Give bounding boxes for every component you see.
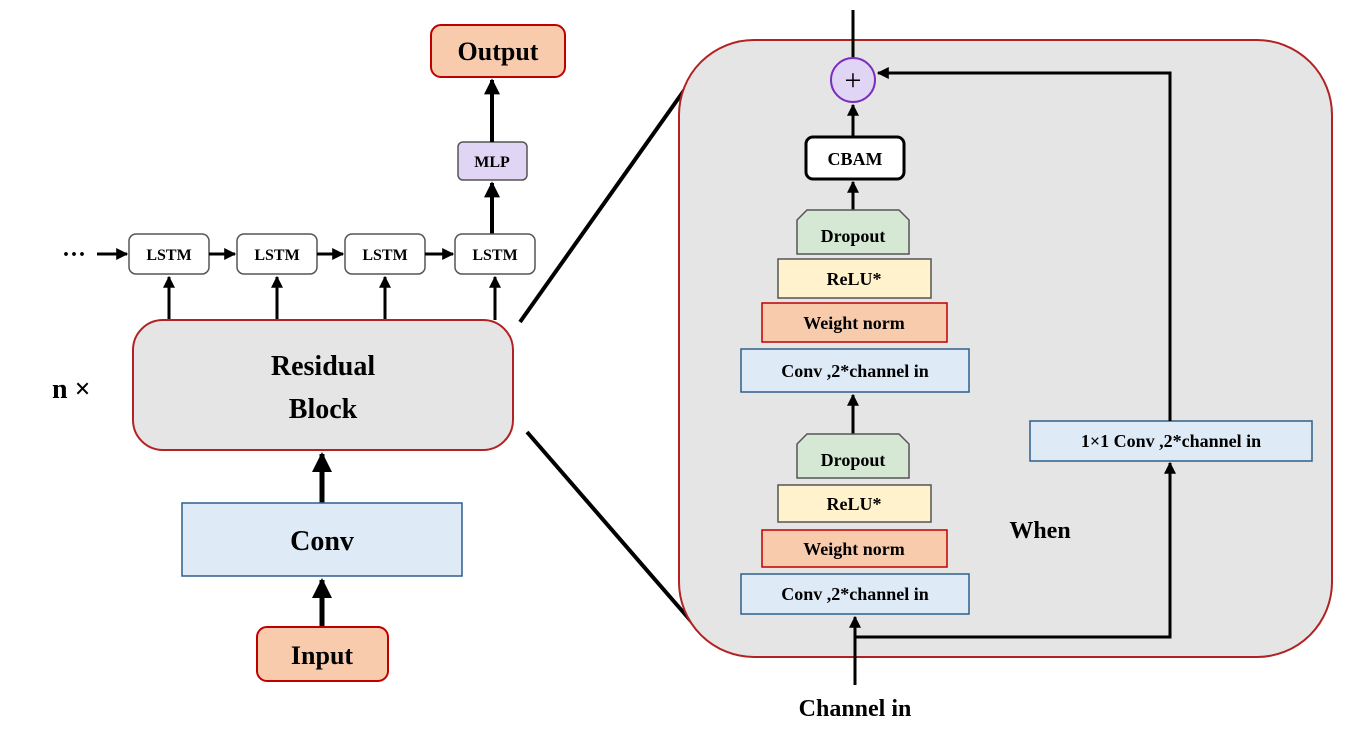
when-label: When	[1009, 518, 1070, 544]
lower-weight-norm-label: Weight norm	[803, 539, 905, 559]
lower-weight-norm-node	[761, 529, 948, 568]
channel-in-label: Channel in	[799, 696, 912, 722]
residual-block	[132, 319, 514, 451]
lower-relu-label: ReLU*	[827, 494, 882, 514]
lstm-label-2: LSTM	[254, 247, 299, 264]
lstm-label-4: LSTM	[472, 247, 517, 264]
conv-node	[181, 502, 463, 577]
input-node	[256, 626, 389, 682]
lower-dropout-label: Dropout	[821, 450, 886, 470]
upper-dropout-label: Dropout	[821, 226, 886, 246]
cbam-label: CBAM	[828, 149, 883, 169]
lstm-label-1: LSTM	[146, 247, 191, 264]
shortcut-conv-label: 1×1 Conv ,2*channel in	[1081, 431, 1261, 451]
residual-block-label-line1: Residual	[271, 351, 375, 382]
lower-dropout-node	[796, 433, 910, 479]
upper-conv-node	[740, 348, 970, 393]
upper-conv-label: Conv ,2*channel in	[781, 361, 929, 381]
lower-conv-node	[740, 573, 970, 615]
output-node	[430, 24, 566, 78]
sum-node	[830, 57, 876, 103]
output-label: Output	[458, 37, 539, 66]
upper-relu-node	[777, 258, 932, 299]
upper-weight-norm-label: Weight norm	[803, 313, 905, 333]
repeat-label: n ×	[52, 374, 91, 405]
shortcut-path-upper	[876, 67, 1172, 421]
zoom-line-top	[518, 80, 692, 324]
lower-relu-node	[777, 484, 932, 523]
sum-symbol: +	[845, 64, 862, 97]
upper-relu-label: ReLU*	[827, 269, 882, 289]
residual-block-label-line2: Block	[289, 394, 358, 425]
upper-weight-norm-node	[761, 302, 948, 343]
input-label: Input	[291, 641, 353, 670]
lstm-cell-4	[454, 233, 536, 275]
upper-dropout-node	[796, 209, 910, 255]
lstm-ellipsis: ···	[62, 242, 86, 268]
conv-label: Conv	[290, 526, 354, 557]
mlp-label: MLP	[474, 154, 510, 171]
lower-conv-label: Conv ,2*channel in	[781, 584, 929, 604]
shortcut-path-lower	[855, 461, 1176, 639]
cbam-node	[804, 135, 906, 181]
zoom-line-bottom	[525, 430, 699, 630]
lstm-label-3: LSTM	[362, 247, 407, 264]
